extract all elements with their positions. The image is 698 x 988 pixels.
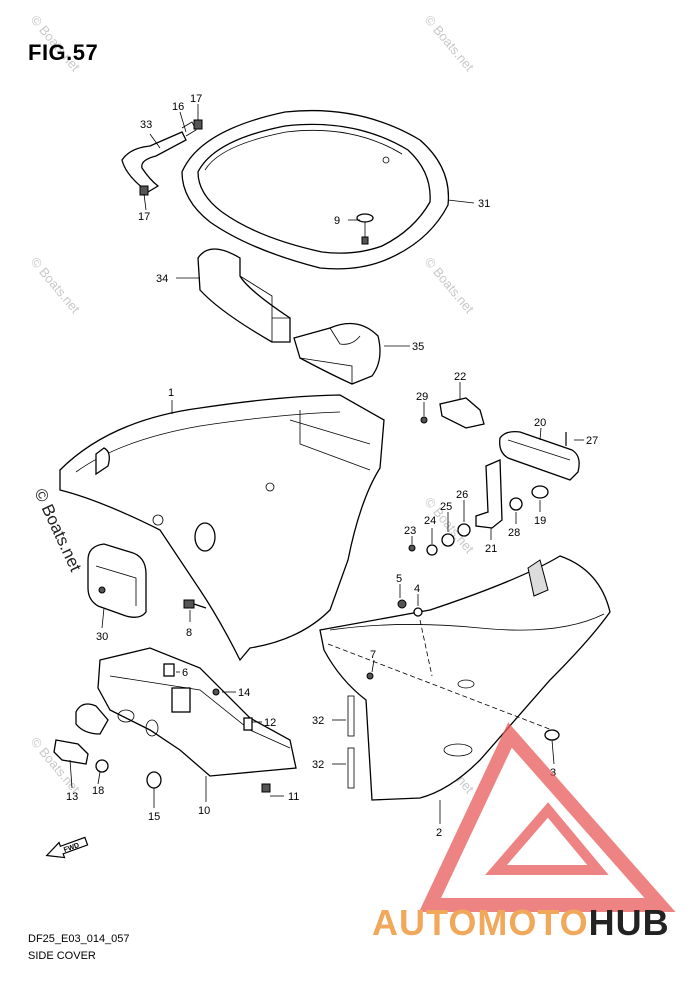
screw-29 bbox=[420, 416, 428, 424]
lever-21 bbox=[475, 459, 503, 529]
callout-22: 22 bbox=[454, 371, 466, 383]
bracket-10 bbox=[75, 647, 297, 777]
knob-19 bbox=[531, 485, 549, 499]
callout-8: 8 bbox=[186, 627, 192, 639]
part-13 bbox=[53, 739, 89, 765]
callout-32-top: 32 bbox=[312, 715, 324, 727]
grommet-9 bbox=[356, 213, 374, 245]
leader-lines bbox=[69, 104, 584, 824]
part-3 bbox=[544, 729, 560, 741]
callout-17-top: 17 bbox=[190, 93, 202, 105]
watermark-mid-right: © Boats.net bbox=[422, 254, 478, 316]
callout-16: 16 bbox=[172, 101, 184, 113]
washer-26 bbox=[457, 523, 471, 537]
part-12 bbox=[243, 717, 253, 731]
lower-cover-2 bbox=[319, 555, 611, 801]
part-11 bbox=[261, 783, 271, 793]
callout-7: 7 bbox=[370, 649, 376, 661]
callout-25: 25 bbox=[440, 501, 452, 513]
callout-33: 33 bbox=[140, 119, 152, 131]
callout-10: 10 bbox=[198, 805, 210, 817]
part-18 bbox=[95, 759, 109, 773]
automotohub-logo-icon bbox=[418, 722, 676, 912]
callout-1: 1 bbox=[168, 387, 174, 399]
hose-assembly-16-33 bbox=[121, 119, 203, 196]
watermark-side: © Boats.net bbox=[30, 486, 85, 575]
callout-31: 31 bbox=[478, 198, 490, 210]
callout-28: 28 bbox=[508, 527, 520, 539]
callout-12: 12 bbox=[264, 717, 276, 729]
foam-35 bbox=[293, 322, 381, 385]
figure-code: DF25_E03_014_057 bbox=[28, 933, 130, 945]
brand-part-a: AUTOMOTO bbox=[372, 902, 589, 943]
callout-13: 13 bbox=[66, 791, 78, 803]
watermark-mid-left: © Boats.net bbox=[28, 254, 84, 316]
callout-11: 11 bbox=[288, 791, 299, 803]
part-14 bbox=[212, 688, 220, 696]
handle-20 bbox=[499, 430, 580, 481]
callout-32-bottom: 32 bbox=[312, 759, 324, 771]
callout-17-bottom: 17 bbox=[138, 211, 150, 223]
figure-caption: SIDE COVER bbox=[28, 950, 96, 962]
bolt-23 bbox=[408, 544, 416, 552]
callout-3: 3 bbox=[550, 767, 556, 779]
callout-5: 5 bbox=[396, 573, 402, 585]
callout-29: 29 bbox=[416, 391, 428, 403]
callout-26: 26 bbox=[456, 489, 468, 501]
callout-labels: 1 2 3 4 5 6 7 8 9 10 11 12 13 14 15 16 1… bbox=[66, 93, 598, 839]
part-6 bbox=[163, 663, 175, 677]
figure-title: FIG.57 bbox=[28, 40, 99, 65]
brand-wordmark: AUTOMOTOHUB bbox=[372, 902, 670, 944]
callout-9: 9 bbox=[334, 215, 340, 227]
screw-5 bbox=[397, 599, 407, 609]
callout-4: 4 bbox=[414, 583, 420, 595]
side-panel-30 bbox=[87, 543, 147, 618]
callout-30: 30 bbox=[96, 631, 108, 643]
fwd-arrow-icon: FWD bbox=[45, 836, 89, 859]
brand-part-b: HUB bbox=[588, 902, 670, 943]
bracket-22 bbox=[439, 397, 485, 429]
callout-34: 34 bbox=[156, 273, 168, 285]
bolt-8 bbox=[183, 599, 207, 609]
foam-34 bbox=[197, 248, 291, 343]
callout-20: 20 bbox=[534, 417, 546, 429]
upper-cover-1 bbox=[59, 394, 385, 662]
callout-2: 2 bbox=[436, 827, 442, 839]
callout-35: 35 bbox=[412, 341, 424, 353]
washer-24 bbox=[426, 544, 438, 556]
callout-27: 27 bbox=[586, 435, 598, 447]
seal-frame-31 bbox=[181, 109, 450, 270]
callout-24: 24 bbox=[424, 515, 436, 527]
dashed-leaders bbox=[327, 619, 553, 731]
callout-6: 6 bbox=[182, 667, 188, 679]
lever-hardware-group bbox=[366, 397, 549, 680]
callout-21: 21 bbox=[485, 543, 497, 555]
callout-14: 14 bbox=[238, 687, 250, 699]
callout-15: 15 bbox=[148, 811, 160, 823]
callout-23: 23 bbox=[404, 525, 416, 537]
screw-7 bbox=[366, 672, 374, 680]
part-15 bbox=[146, 771, 162, 789]
washer-4 bbox=[413, 607, 423, 617]
washer-25 bbox=[441, 533, 455, 547]
callout-18: 18 bbox=[92, 785, 104, 797]
watermark-top-right: © Boats.net bbox=[422, 12, 478, 74]
callout-19: 19 bbox=[534, 515, 546, 527]
bushing-28 bbox=[509, 497, 523, 511]
